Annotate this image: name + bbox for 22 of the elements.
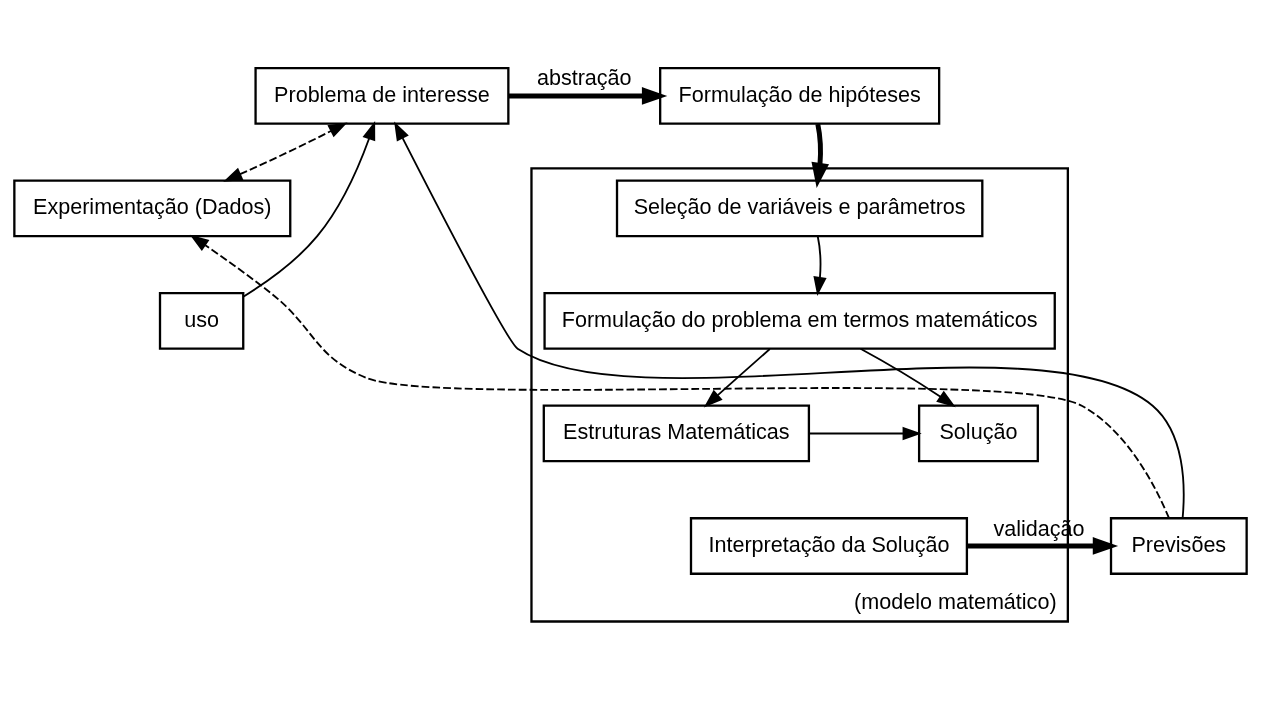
node-box: Formulação de hipóteses — [659, 67, 941, 125]
node-box: Interpretação da Solução — [689, 517, 969, 575]
arrow — [189, 234, 1170, 519]
arrow — [508, 87, 668, 105]
arrow — [223, 122, 348, 182]
node-box: uso — [158, 292, 245, 350]
arrow — [394, 121, 1185, 519]
arrow — [811, 123, 830, 189]
node-box: Solução — [917, 404, 1039, 463]
arrow — [242, 121, 376, 298]
arrow — [703, 348, 771, 408]
arrow — [967, 537, 1119, 555]
node-box: Formulação do problema em termos matemáticos — [543, 292, 1056, 350]
node-box: Problema de interesse — [254, 67, 510, 125]
arrow — [813, 235, 827, 296]
node-box: Estruturas Matemáticas — [542, 404, 811, 463]
node-box: Experimentação (Dados) — [13, 179, 292, 238]
edge-label: abstração — [536, 65, 632, 91]
arrow — [859, 347, 956, 408]
node-box: Previsões — [1109, 517, 1248, 575]
node-box: Seleção de variáveis e parâmetros — [615, 179, 984, 238]
arrow — [808, 426, 922, 441]
